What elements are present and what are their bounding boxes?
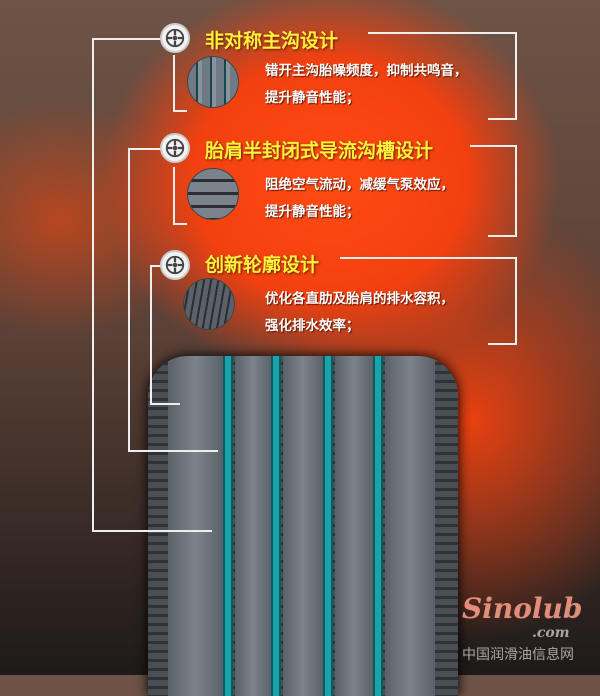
bracket-line: [488, 235, 516, 237]
feature-title: 非对称主沟设计: [205, 30, 339, 52]
feature-title: 胎肩半封闭式导流沟槽设计: [205, 140, 434, 162]
feature-description: 错开主沟胎噪频度，抑制共鸣音， 提升静音性能；: [265, 58, 468, 112]
description-line: 错开主沟胎噪频度，抑制共鸣音，: [265, 63, 468, 79]
connector-line: [150, 265, 152, 405]
description-line: 阻绝空气流动，减缓气泵效应，: [265, 177, 454, 193]
description-line: 强化排水效率；: [265, 318, 360, 334]
description-line: 优化各直肋及胎肩的排水容积，: [265, 291, 454, 307]
connector-line: [92, 530, 212, 532]
bracket-line: [515, 32, 517, 120]
connector-line: [150, 403, 180, 405]
feature-description: 优化各直肋及胎肩的排水容积， 强化排水效率；: [265, 286, 454, 340]
bracket-line: [173, 55, 175, 110]
description-line: 提升静音性能；: [265, 90, 360, 106]
tire-image: [148, 356, 458, 696]
connector-line: [128, 148, 130, 452]
bracket-line: [488, 343, 516, 345]
connector-line: [150, 265, 162, 267]
watermark-logo: Sinolub: [462, 592, 583, 625]
description-line: 提升静音性能；: [265, 204, 360, 220]
profile-thumbnail: [183, 278, 235, 330]
connector-line: [92, 38, 162, 40]
connector-line: [92, 38, 94, 532]
watermark-name: 中国润滑油信息网: [462, 647, 574, 663]
wheel-icon: [160, 23, 190, 53]
shoulder-thumbnail: [187, 168, 239, 220]
watermark-domain: .com: [532, 625, 570, 641]
wheel-icon: [160, 250, 190, 280]
bracket-line: [515, 257, 517, 345]
bracket-line: [470, 145, 516, 147]
bracket-line: [173, 223, 187, 225]
connector-line: [128, 148, 162, 150]
watermark: Sinolub .com 中国润滑油信息网: [462, 592, 598, 674]
bracket-line: [515, 145, 517, 237]
wheel-icon: [160, 133, 190, 163]
groove-thumbnail: [187, 56, 239, 108]
bracket-line: [488, 118, 516, 120]
bracket-line: [173, 167, 175, 223]
bracket-line: [368, 32, 516, 34]
feature-description: 阻绝空气流动，减缓气泵效应， 提升静音性能；: [265, 172, 454, 226]
bracket-line: [173, 110, 187, 112]
bracket-line: [340, 257, 516, 259]
feature-title: 创新轮廓设计: [205, 254, 320, 276]
connector-line: [128, 450, 218, 452]
